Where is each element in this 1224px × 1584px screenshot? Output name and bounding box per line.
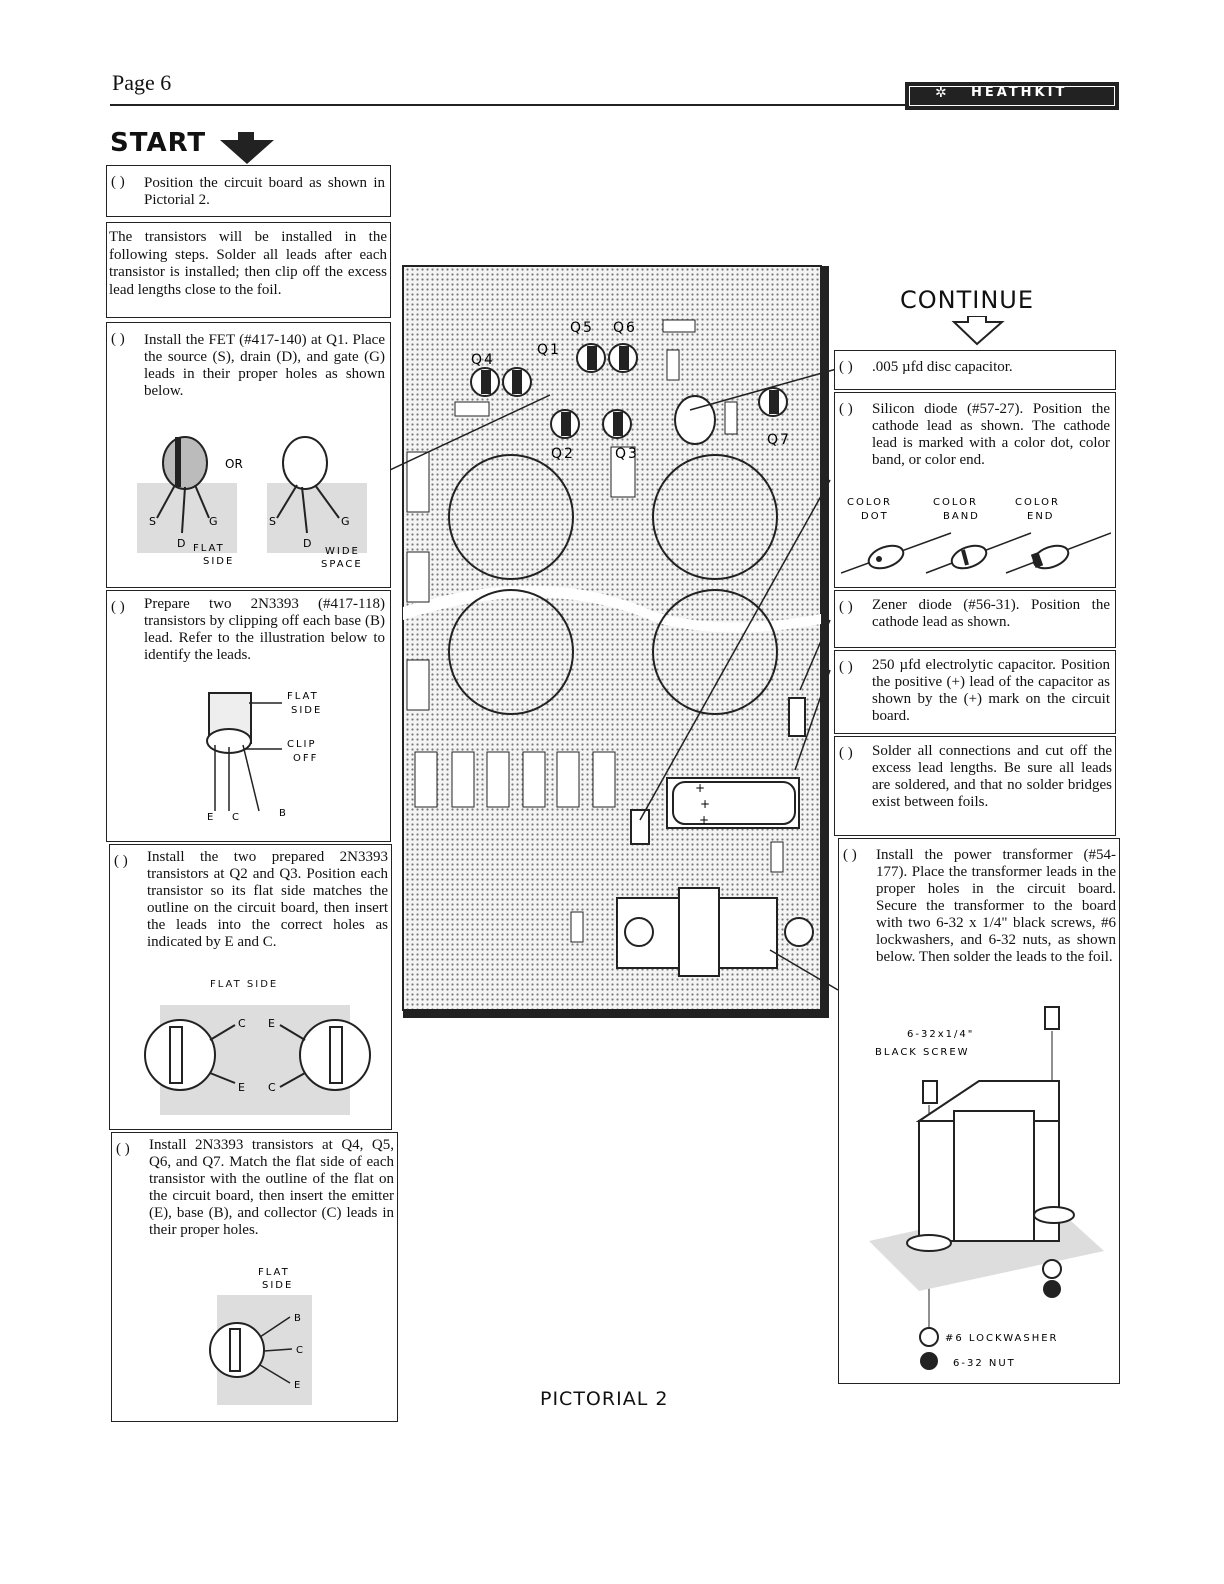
svg-text:C: C [268, 1081, 276, 1094]
svg-text:Q1: Q1 [537, 342, 561, 358]
q4-q7-illustration: FLAT SIDE B C E [209, 1267, 312, 1405]
svg-text:Q5: Q5 [570, 320, 594, 336]
svg-text:WIDE: WIDE [325, 546, 360, 557]
svg-text:E: E [294, 1380, 300, 1391]
step-checkbox[interactable]: ( ) [839, 745, 853, 761]
step-text: Zener diode (#56-31). Position the catho… [872, 597, 1110, 630]
svg-text:B: B [279, 808, 286, 819]
svg-text:OFF: OFF [293, 753, 318, 764]
transistor-clip-illustration: FLAT SIDE CLIP OFF E C B [206, 691, 322, 823]
svg-text:FLAT: FLAT [193, 543, 225, 554]
step-position-board: ( ) Position the circuit board as shown … [106, 165, 391, 217]
step-checkbox[interactable]: ( ) [111, 174, 125, 190]
fet-illustration: OR S G D FLAT SIDE S G D WIDE SPACE [137, 436, 367, 570]
svg-text:+: + [699, 813, 709, 827]
step-checkbox[interactable]: ( ) [116, 1141, 130, 1157]
down-arrow-outline-icon [951, 316, 1005, 346]
svg-text:6-32 NUT: 6-32 NUT [953, 1358, 1016, 1369]
step-text: Solder all connections and cut off the e… [872, 743, 1112, 810]
note-text: The transistors will be installed in the… [109, 229, 387, 298]
continue-heading: CONTINUE [900, 286, 1035, 314]
step-text: 250 µfd electrolytic capacitor. Position… [872, 657, 1110, 724]
svg-text:D: D [303, 537, 311, 550]
step-text: .005 µfd disc capacitor. [872, 359, 1013, 375]
svg-text:E: E [268, 1017, 275, 1030]
svg-text:C: C [232, 812, 239, 823]
header-rule [110, 104, 1118, 106]
step-silicon-diode: ( ) Silicon diode (#57-27). Position the… [834, 392, 1116, 588]
svg-text:Q2: Q2 [551, 446, 575, 462]
down-arrow-icon [220, 132, 274, 164]
step-text: Prepare two 2N3393 (#417-118) transistor… [144, 596, 385, 663]
svg-text:COLOR: COLOR [847, 497, 892, 508]
svg-text:SIDE: SIDE [262, 1280, 293, 1291]
svg-text:Q4: Q4 [471, 352, 495, 368]
flat-side-label: FLAT SIDE [210, 979, 279, 990]
svg-text:DOT: DOT [861, 511, 889, 522]
page-number: Page 6 [112, 70, 172, 95]
svg-text:Q7: Q7 [767, 432, 791, 448]
svg-text:SIDE: SIDE [291, 705, 322, 716]
svg-text:6-32x1/4": 6-32x1/4" [907, 1029, 974, 1040]
svg-text:COLOR: COLOR [1015, 497, 1060, 508]
svg-text:CLIP: CLIP [287, 739, 317, 750]
step-zener-diode: ( ) Zener diode (#56-31). Position the c… [834, 590, 1116, 648]
svg-text:+: + [695, 781, 705, 795]
step-checkbox[interactable]: ( ) [111, 599, 125, 615]
step-install-q4-q7: ( ) Install 2N3393 transistors at Q4, Q5… [111, 1132, 398, 1422]
step-checkbox[interactable]: ( ) [839, 359, 853, 375]
svg-text:BAND: BAND [943, 511, 980, 522]
svg-text:SIDE: SIDE [203, 556, 234, 567]
svg-text:G: G [341, 515, 350, 528]
step-install-fet: ( ) Install the FET (#417-140) at Q1. Pl… [106, 322, 391, 588]
leader-lines [390, 367, 841, 991]
note-transistors: The transistors will be installed in the… [106, 222, 391, 318]
svg-text:COLOR: COLOR [933, 497, 978, 508]
svg-text:E: E [207, 812, 213, 823]
step-checkbox[interactable]: ( ) [839, 599, 853, 615]
step-checkbox[interactable]: ( ) [114, 853, 128, 869]
start-heading: START [110, 128, 207, 158]
step-checkbox[interactable]: ( ) [839, 659, 853, 675]
step-checkbox[interactable]: ( ) [111, 331, 125, 347]
step-text: Install the FET (#417-140) at Q1. Place … [144, 332, 385, 399]
step-text: Install the two prepared 2N3393 transist… [147, 849, 388, 950]
svg-text:FLAT: FLAT [258, 1267, 290, 1278]
heathkit-logo: ✲ HEATHKIT [905, 82, 1119, 110]
step-checkbox[interactable]: ( ) [839, 401, 853, 417]
svg-text:C: C [238, 1017, 246, 1030]
step-power-transformer: ( ) Install the power transformer (#54-1… [838, 838, 1120, 1384]
step-text: Install 2N3393 transistors at Q4, Q5, Q6… [149, 1137, 394, 1238]
svg-text:BLACK SCREW: BLACK SCREW [875, 1047, 970, 1058]
svg-text:+: + [700, 797, 710, 811]
atom-icon: ✲ [935, 86, 947, 101]
svg-text:FLAT: FLAT [287, 691, 319, 702]
step-disc-capacitor: ( ) .005 µfd disc capacitor. [834, 350, 1116, 390]
or-label: OR [225, 457, 243, 471]
svg-text:B: B [294, 1313, 301, 1324]
svg-text:#6 LOCKWASHER: #6 LOCKWASHER [945, 1333, 1059, 1344]
svg-text:END: END [1027, 511, 1055, 522]
step-text: Position the circuit board as shown in P… [144, 175, 385, 208]
step-install-q2-q3: ( ) Install the two prepared 2N3393 tran… [109, 844, 392, 1130]
svg-text:SPACE: SPACE [321, 559, 363, 570]
svg-text:E: E [238, 1081, 245, 1094]
svg-text:Q6: Q6 [613, 320, 637, 336]
svg-text:D: D [177, 537, 185, 550]
svg-text:S: S [149, 515, 156, 528]
step-text: Install the power transformer (#54-177).… [876, 847, 1116, 965]
transformer-mounting-illustration: 6-32x1/4" BLACK SCREW #6 LOCKWASHER 6-32… [869, 1006, 1104, 1370]
svg-text:C: C [296, 1345, 303, 1356]
diode-markings-illustration: COLOR DOT COLOR BAND COLOR END [841, 497, 1111, 574]
svg-text:Q3: Q3 [615, 446, 639, 462]
step-electrolytic-capacitor: ( ) 250 µfd electrolytic capacitor. Posi… [834, 650, 1116, 734]
step-solder-connections: ( ) Solder all connections and cut off t… [834, 736, 1116, 836]
step-checkbox[interactable]: ( ) [843, 847, 857, 863]
step-prepare-2n3393: ( ) Prepare two 2N3393 (#417-118) transi… [106, 590, 391, 842]
svg-text:S: S [269, 515, 276, 528]
svg-text:G: G [209, 515, 218, 528]
pictorial-caption: PICTORIAL 2 [540, 1388, 669, 1410]
q2-q3-illustration: C E E C [144, 1005, 371, 1115]
step-text: Silicon diode (#57-27). Position the cat… [872, 401, 1110, 468]
